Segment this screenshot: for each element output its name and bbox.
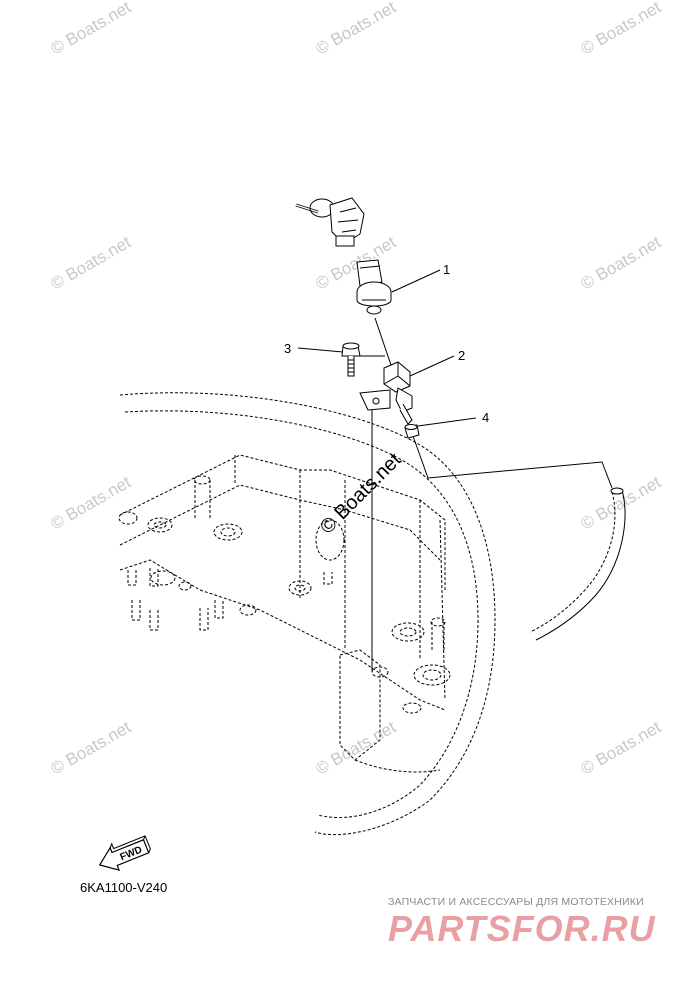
- ad-tagline: ЗАПЧАСТИ И АКСЕССУАРЫ ДЛЯ МОТОТЕХНИКИ: [388, 896, 644, 908]
- assembly-line-hose: [412, 435, 613, 489]
- cowling-rim-inner: [124, 410, 479, 818]
- part-3-bolt: [341, 342, 361, 377]
- watermark: © Boats.net: [48, 472, 135, 533]
- ad-logo: PARTSFOR.RU: [388, 908, 656, 949]
- leader-1: [391, 269, 441, 293]
- fwd-arrow-icon: [98, 838, 150, 872]
- part-4-hose-fitting: [404, 424, 420, 439]
- watermark: © Boats.net: [578, 232, 665, 293]
- callout-3: 3: [284, 341, 291, 356]
- callout-leaders: [297, 269, 477, 427]
- callout-1: 1: [443, 262, 450, 277]
- watermarks: © Boats.net © Boats.net © Boats.net © Bo…: [48, 0, 665, 778]
- callout-labels: 1 2 3 4: [284, 262, 489, 425]
- cowling-rim-lower: [354, 759, 441, 773]
- hose: [529, 487, 626, 641]
- diagram-code: 6KA1100-V240: [80, 880, 168, 895]
- watermark: © Boats.net: [48, 0, 135, 58]
- part-2-sensor: [359, 361, 413, 425]
- leader-4: [417, 417, 477, 427]
- base-plate-top: [119, 454, 446, 590]
- watermark: © Boats.net: [578, 472, 665, 533]
- engine-base-drawing: [118, 392, 496, 836]
- fwd-arrow: FWD: [98, 835, 151, 872]
- part-1-pressure-switch: [356, 259, 392, 315]
- watermark: © Boats.net: [578, 717, 665, 778]
- base-plate-left: [119, 559, 446, 711]
- base-plate-body: [234, 455, 446, 701]
- assembly-line-switch: [374, 317, 393, 369]
- cowling-rim-outer: [119, 392, 496, 836]
- watermark: © Boats.net: [48, 232, 135, 293]
- callout-4: 4: [482, 410, 489, 425]
- watermark: © Boats.net: [313, 232, 400, 293]
- base-plate-edge: [119, 484, 441, 561]
- leader-2: [409, 355, 455, 377]
- watermark: © Boats.net: [313, 0, 400, 58]
- watermark: © Boats.net: [578, 0, 665, 58]
- watermark: © Boats.net: [48, 717, 135, 778]
- callout-2: 2: [458, 348, 465, 363]
- wire-connector: [295, 197, 365, 247]
- leader-3: [297, 347, 344, 353]
